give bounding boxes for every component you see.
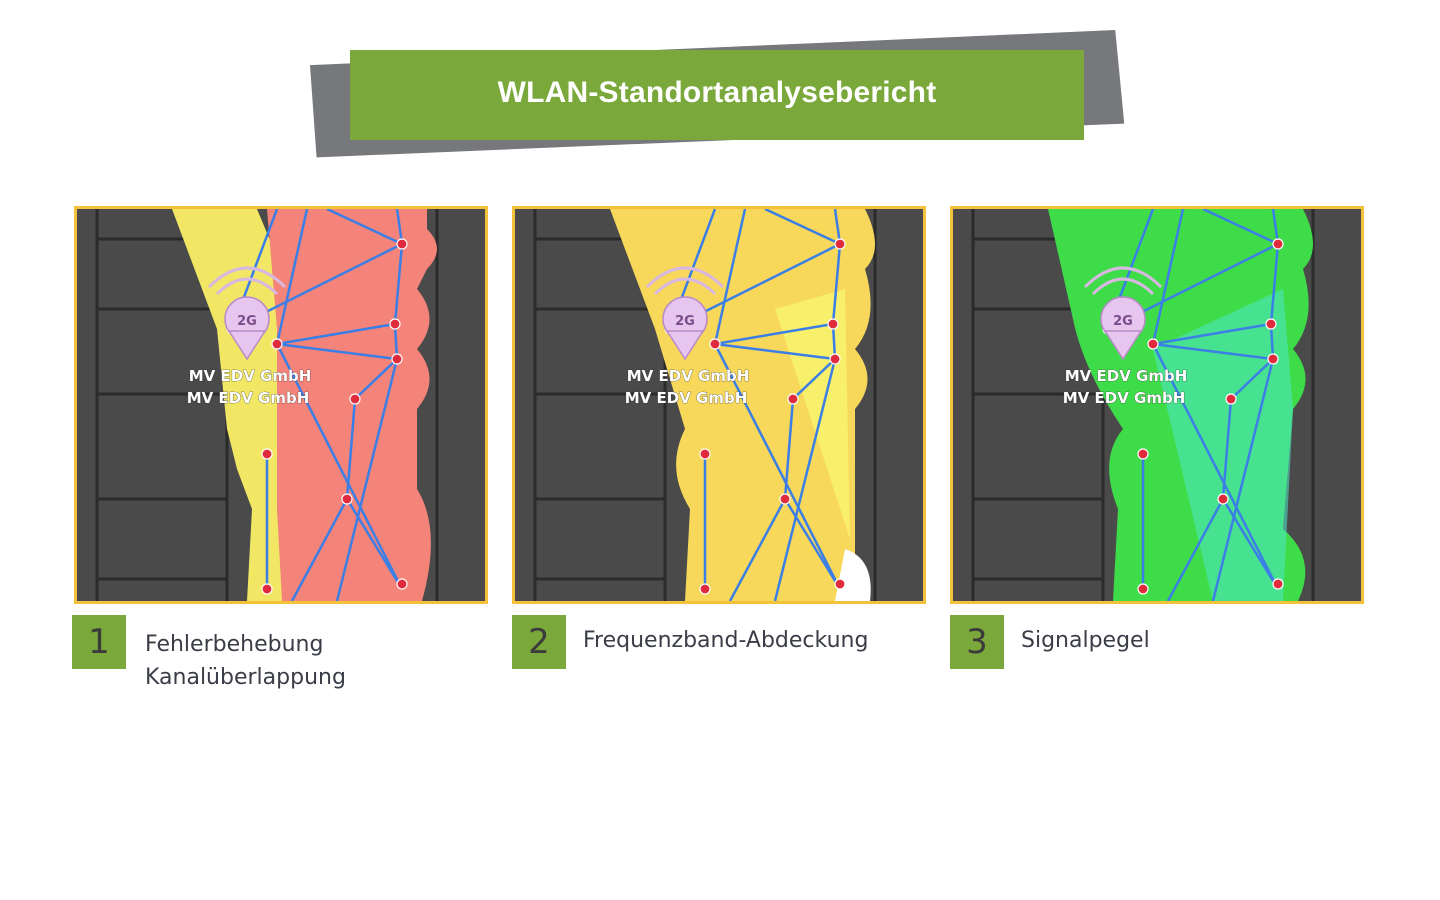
band-badge-label: 2G [675,314,695,329]
caption-line: Fehlerbehebung [145,632,324,657]
panel-caption-2: Frequenzband-Abdeckung [583,624,868,657]
band-badge-label: 2G [1113,314,1133,329]
floorplan-signal-level: 2G MV EDV GmbH MV EDV GmbH [953,209,1361,601]
panel-caption-1: Fehlerbehebung Kanalüberlappung [145,628,346,694]
banner-box: WLAN-Standortanalysebericht [350,50,1084,140]
ap-name-line-1: MV EDV GmbH [627,367,750,385]
title-banner: WLAN-Standortanalysebericht [310,30,1130,160]
ap-name-line-2: MV EDV GmbH [625,389,748,407]
page-title: WLAN-Standortanalysebericht [497,76,937,109]
ap-name-line-1: MV EDV GmbH [1065,367,1188,385]
panel-number-2: 2 [512,615,566,669]
ap-name-line-2: MV EDV GmbH [1063,389,1186,407]
band-badge-label: 2G [237,314,257,329]
floorplan-band-coverage: 2G MV EDV GmbH MV EDV GmbH [515,209,923,601]
ap-name-line-1: MV EDV GmbH [189,367,312,385]
ap-name-line-2: MV EDV GmbH [187,389,310,407]
floorplan-channel-overlap: 2G MV EDV GmbH MV EDV GmbH [77,209,485,601]
caption-line: Signalpegel [1021,628,1150,653]
panel-caption-3: Signalpegel [1021,624,1150,657]
heatmap-panel-3: 2G MV EDV GmbH MV EDV GmbH [950,206,1364,604]
caption-line: Kanalüberlappung [145,665,346,690]
panel-number-3: 3 [950,615,1004,669]
panel-number-1: 1 [72,615,126,669]
heatmap-panel-1: 2G MV EDV GmbH MV EDV GmbH [74,206,488,604]
caption-line: Frequenzband-Abdeckung [583,628,869,653]
heatmap-panel-2: 2G MV EDV GmbH MV EDV GmbH [512,206,926,604]
